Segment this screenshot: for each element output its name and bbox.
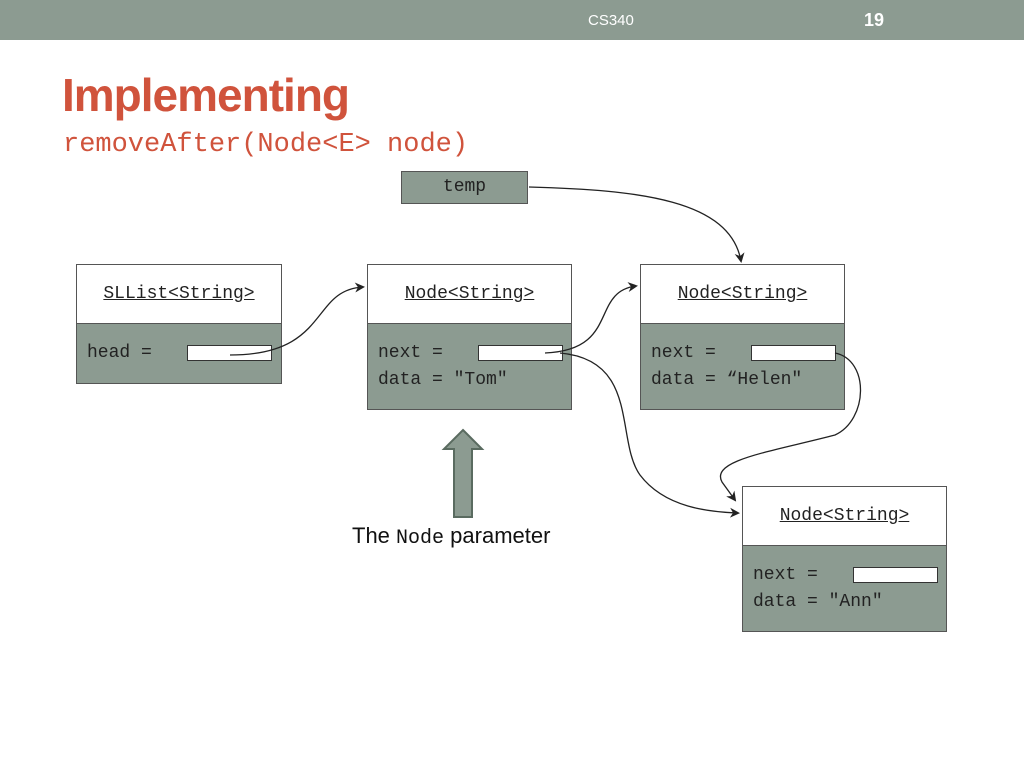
- slide-title: Implementing: [62, 69, 350, 121]
- temp-pointer-arrow: [528, 186, 745, 263]
- head-pointer-slot: [187, 345, 272, 361]
- node-tom-fields: next = data = "Tom": [368, 324, 571, 394]
- node-ann-fields: next = data = "Ann": [743, 546, 946, 616]
- node-helen: Node<String> next =data = “Helen": [640, 264, 845, 410]
- node-helen-title: Node<String>: [677, 284, 808, 304]
- node-tom: Node<String> next = data = "Tom": [367, 264, 572, 410]
- node-ann-title: Node<String>: [779, 506, 910, 526]
- sllist-object: SLList<String> head =: [76, 264, 282, 384]
- node-tom-title: Node<String>: [404, 284, 535, 304]
- course-label: CS340: [588, 12, 634, 29]
- sllist-header: SLList<String>: [77, 265, 281, 324]
- page-number: 19: [864, 10, 885, 30]
- sllist-title: SLList<String>: [103, 284, 255, 304]
- node-parameter-up-arrow: [441, 428, 485, 518]
- slide-subtitle: removeAfter(Node<E> node): [63, 130, 469, 160]
- temp-variable-box: temp: [401, 171, 528, 204]
- node-helen-next-slot: [751, 345, 836, 361]
- node-helen-header: Node<String>: [641, 265, 844, 324]
- node-tom-data-label: data = "Tom": [378, 370, 508, 390]
- head-field-label: head =: [87, 343, 152, 363]
- node-ann-next-slot: [853, 567, 938, 583]
- node-ann-header: Node<String>: [743, 487, 946, 546]
- caption-suffix: parameter: [444, 523, 551, 548]
- caption-code: Node: [396, 527, 445, 550]
- node-ann-data-label: data = "Ann": [753, 592, 883, 612]
- top-bar: CS340 19: [0, 0, 1024, 40]
- node-ann-next-label: next =: [753, 565, 818, 585]
- caption-prefix: The: [352, 523, 397, 548]
- sllist-fields: head =: [77, 324, 281, 367]
- node-tom-next-label: next =: [378, 343, 443, 363]
- node-parameter-caption: The Node parameter: [352, 523, 550, 550]
- node-ann: Node<String> next = data = "Ann": [742, 486, 947, 632]
- node-tom-header: Node<String>: [368, 265, 571, 324]
- node-helen-data-label: data = “Helen": [651, 370, 803, 390]
- node-tom-next-slot: [478, 345, 563, 361]
